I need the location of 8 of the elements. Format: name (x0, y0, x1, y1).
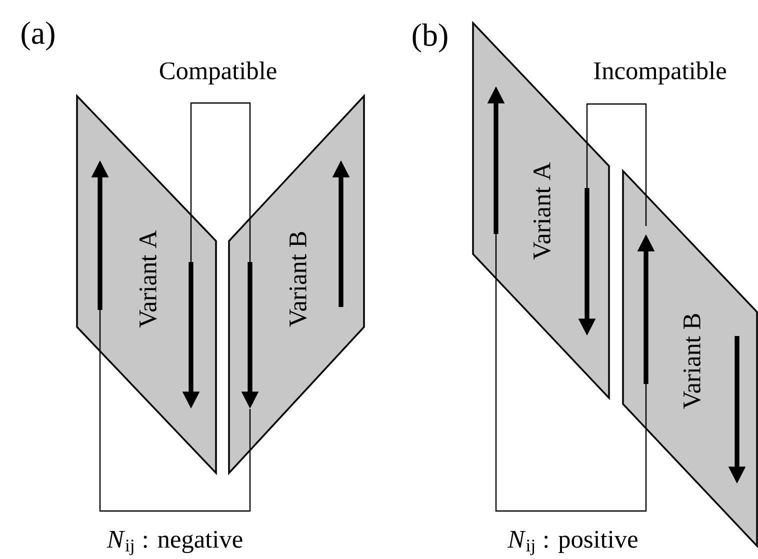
label-text: (a) (22, 21, 54, 50)
label-text: (b) (412, 23, 448, 52)
connector-line (586, 103, 647, 226)
connector-line (99, 310, 251, 512)
label-text: Compatible (160, 62, 276, 84)
label-text: N$_{ij}$ : negative (106, 530, 242, 556)
connector-line (190, 102, 251, 262)
connector-line (495, 234, 647, 512)
